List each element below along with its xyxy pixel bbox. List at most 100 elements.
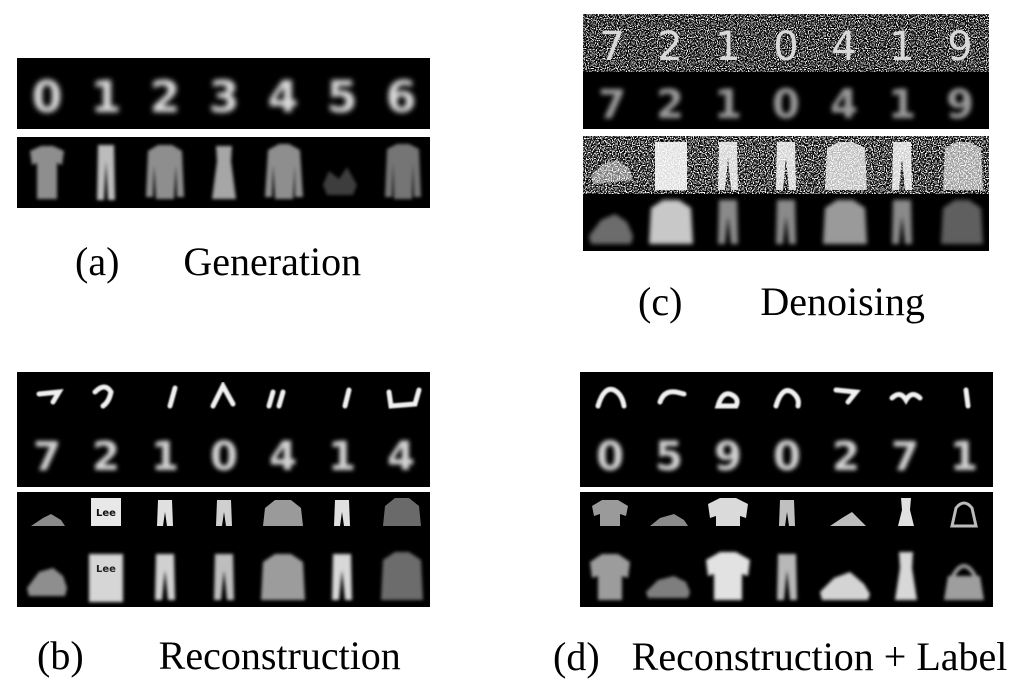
labeled-masked-trousers-mark bbox=[779, 500, 795, 526]
noise-overlay bbox=[583, 14, 989, 72]
recon-digit-6: 1 bbox=[328, 434, 356, 480]
panel-d-fashion-svg bbox=[590, 498, 984, 600]
recon-sneaker-mark bbox=[27, 568, 67, 596]
denoised-digit-3: 1 bbox=[714, 82, 742, 128]
gen-coat-mark bbox=[265, 144, 303, 199]
caption-d: (d) Reconstruction + Label bbox=[553, 637, 1007, 677]
gen-trousers-mark bbox=[97, 145, 115, 200]
noisy-digit-1: 7 bbox=[599, 24, 624, 70]
denoised-digit-5: 4 bbox=[830, 82, 858, 128]
masked-digit-4 bbox=[210, 380, 236, 409]
labeled-masked-digit-6 bbox=[889, 392, 923, 405]
masked-digit-2 bbox=[92, 384, 114, 409]
caption-a: (a) Generation bbox=[75, 242, 361, 282]
panel-b-digits-grid: 7 2 1 0 4 1 4 bbox=[17, 372, 430, 487]
labeled-recon-digit-4: 0 bbox=[773, 434, 801, 480]
labeled-masked-digit-4 bbox=[773, 388, 801, 409]
masked-trousers-2-mark bbox=[216, 500, 232, 526]
labeled-recon-bag-handle bbox=[950, 564, 978, 579]
noisy-digit-4: 0 bbox=[773, 24, 798, 70]
masked-digit-5 bbox=[266, 389, 286, 409]
labeled-recon-digit-3: 9 bbox=[714, 434, 742, 480]
labeled-masked-digit-3 bbox=[714, 391, 740, 409]
noisy-digit-2: 2 bbox=[657, 24, 682, 70]
labeled-masked-tshirt-2-mark bbox=[708, 498, 748, 526]
gen-pullover-mark bbox=[146, 145, 184, 199]
masked-coat-mark bbox=[383, 498, 421, 526]
labeled-recon-digit-6: 7 bbox=[891, 434, 919, 480]
panel-c-fashion-grid bbox=[583, 136, 989, 251]
denoised-sneaker-mark bbox=[589, 214, 633, 244]
recon-digit-2: 2 bbox=[92, 434, 120, 480]
recon-coat-mark bbox=[381, 552, 423, 600]
denoised-trousers-1-mark bbox=[718, 200, 738, 244]
recon-pullover-mark bbox=[89, 554, 123, 602]
recon-digit-7: 4 bbox=[387, 434, 415, 480]
caption-d-letter: (d) bbox=[553, 634, 600, 679]
labeled-recon-trousers-mark bbox=[777, 554, 797, 600]
caption-c: (c)Denoising bbox=[638, 282, 925, 322]
gen-tshirt-mark bbox=[30, 146, 64, 199]
denoised-trousers-3-mark bbox=[892, 200, 912, 244]
caption-c-name: Denoising bbox=[760, 279, 925, 324]
gen-digit-2: 1 bbox=[91, 72, 122, 123]
caption-d-name: Reconstruction + Label bbox=[631, 634, 1008, 679]
caption-b-name: Reconstruction bbox=[158, 633, 401, 678]
labeled-recon-sneaker-1-mark bbox=[646, 576, 690, 598]
noisy-digit-5: 4 bbox=[831, 24, 856, 70]
gen-shirt-mark bbox=[385, 144, 421, 199]
panel-c-digits-grid: 7 2 1 0 4 1 9 7 2 1 0 4 1 9 bbox=[583, 14, 989, 129]
labeled-masked-bag-mark bbox=[950, 501, 978, 528]
panel-a-digits-svg: 0 1 2 3 4 5 6 bbox=[32, 72, 417, 123]
labeled-recon-bag-mark bbox=[944, 576, 984, 600]
denoised-digit-4: 0 bbox=[772, 82, 800, 128]
labeled-masked-sneaker-2-mark bbox=[830, 512, 866, 526]
panel-b-fashion-grid: Lee Lee bbox=[17, 492, 430, 607]
denoised-pullover-mark bbox=[649, 200, 693, 244]
panel-a-fashion-grid bbox=[17, 137, 430, 208]
masked-digit-3 bbox=[167, 385, 178, 409]
recon-digit-5: 4 bbox=[269, 434, 297, 480]
recon-trousers-1-mark bbox=[155, 554, 175, 600]
caption-a-letter: (a) bbox=[75, 239, 120, 284]
gen-digit-5: 4 bbox=[268, 72, 299, 123]
labeled-masked-dress-mark bbox=[898, 498, 914, 526]
labeled-recon-digit-5: 2 bbox=[832, 434, 860, 480]
masked-pullover-print: Lee bbox=[96, 508, 116, 519]
labeled-recon-tshirt-mark bbox=[590, 554, 630, 600]
labeled-recon-dress-mark bbox=[895, 552, 917, 600]
gen-digit-4: 3 bbox=[209, 72, 240, 123]
labeled-masked-digit-5 bbox=[833, 387, 861, 405]
recon-digit-3: 1 bbox=[151, 434, 179, 480]
denoised-digit-2: 2 bbox=[656, 82, 684, 128]
masked-trousers-3-mark bbox=[334, 500, 350, 526]
masked-sneaker-mark bbox=[31, 514, 65, 526]
denoised-shirt-mark bbox=[823, 200, 867, 244]
recon-trousers-2-mark bbox=[214, 554, 234, 600]
gen-sandal-mark bbox=[323, 167, 357, 195]
panel-d-fashion-grid bbox=[580, 492, 993, 607]
labeled-masked-sneaker-1-mark bbox=[650, 514, 688, 526]
masked-shirt-mark bbox=[263, 500, 303, 526]
panel-d-digits-grid: 0 5 9 0 2 7 1 bbox=[580, 372, 993, 487]
gen-digit-3: 2 bbox=[150, 72, 181, 123]
masked-trousers-1-mark bbox=[157, 500, 173, 526]
recon-digit-1: 7 bbox=[33, 434, 61, 480]
caption-b: (b)Reconstruction bbox=[37, 636, 401, 676]
labeled-recon-tshirt-2-mark bbox=[706, 552, 750, 600]
denoised-digit-7: 9 bbox=[946, 82, 974, 128]
noisy-digit-6: 1 bbox=[889, 24, 914, 70]
gen-digit-7: 6 bbox=[386, 72, 417, 123]
labeled-recon-digit-1: 0 bbox=[596, 434, 624, 480]
panel-d-digits-svg: 0 5 9 0 2 7 1 bbox=[595, 386, 978, 480]
recon-shirt-mark bbox=[261, 554, 305, 600]
denoised-trousers-2-mark bbox=[776, 200, 796, 244]
labeled-recon-sneaker-2-mark bbox=[820, 572, 870, 600]
panel-b-fashion-svg: Lee Lee bbox=[27, 498, 423, 602]
recon-trousers-3-mark bbox=[332, 554, 352, 600]
masked-pullover-mark bbox=[91, 498, 121, 526]
caption-a-name: Generation bbox=[183, 239, 362, 284]
noisy-digit-3: 1 bbox=[715, 24, 740, 70]
labeled-masked-digit-7 bbox=[963, 387, 971, 409]
denoised-coat-mark bbox=[941, 200, 983, 244]
